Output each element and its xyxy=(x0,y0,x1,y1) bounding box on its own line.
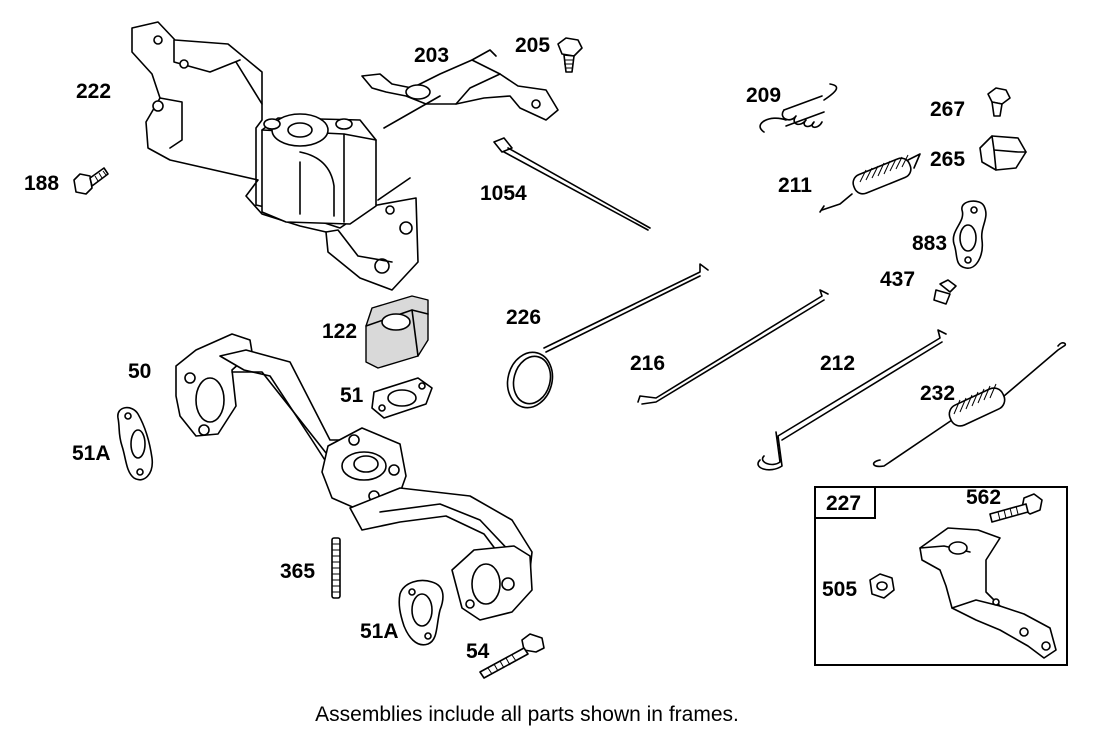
label-51: 51 xyxy=(340,384,364,407)
part-365-stud xyxy=(331,537,341,599)
part-209-spring xyxy=(759,83,838,133)
part-216-link xyxy=(637,289,829,405)
part-188-bolt xyxy=(73,167,109,195)
label-562: 562 xyxy=(966,486,1001,509)
label-188: 188 xyxy=(24,172,59,195)
label-232: 232 xyxy=(920,382,955,405)
label-211: 211 xyxy=(778,174,812,197)
part-51-gasket xyxy=(371,377,433,419)
label-265: 265 xyxy=(930,148,965,171)
part-51a-left-gasket xyxy=(117,406,154,481)
label-365: 365 xyxy=(280,560,315,583)
part-212-link xyxy=(757,329,947,471)
part-1054-cable-tie xyxy=(493,137,651,231)
label-226: 226 xyxy=(506,306,541,329)
part-267-bolt xyxy=(987,87,1011,117)
label-54: 54 xyxy=(466,640,490,663)
part-203-bracket xyxy=(361,49,559,129)
part-51a-bottom-gasket xyxy=(398,579,444,646)
label-222: 222 xyxy=(76,80,111,103)
label-203: 203 xyxy=(414,44,449,67)
label-51a-bottom: 51A xyxy=(360,620,399,643)
part-265-clip xyxy=(979,135,1027,171)
label-505: 505 xyxy=(822,578,857,601)
part-labels: 222 203 205 209 267 188 1054 211 265 883… xyxy=(24,34,1001,663)
part-437-screw xyxy=(933,279,957,305)
part-122-spacer xyxy=(365,295,429,369)
part-232-spring xyxy=(872,342,1067,468)
label-205: 205 xyxy=(515,34,550,57)
caption: Assemblies include all parts shown in fr… xyxy=(315,703,739,726)
part-222-control-bracket xyxy=(131,21,419,291)
label-50: 50 xyxy=(128,360,151,383)
label-883: 883 xyxy=(912,232,947,255)
label-1054: 1054 xyxy=(480,182,527,205)
label-122: 122 xyxy=(322,320,357,343)
part-226-link xyxy=(506,263,709,409)
label-209: 209 xyxy=(746,84,781,107)
part-883-gasket xyxy=(952,200,987,269)
part-54-bolt xyxy=(479,633,545,679)
part-205-bolt xyxy=(557,37,583,73)
label-227: 227 xyxy=(826,492,861,515)
assembly-227-frame xyxy=(814,486,1068,666)
part-50-manifold xyxy=(175,333,533,621)
label-212: 212 xyxy=(820,352,855,375)
label-437: 437 xyxy=(880,268,915,291)
label-267: 267 xyxy=(930,98,965,121)
part-211-spring xyxy=(819,153,921,213)
label-216: 216 xyxy=(630,352,665,375)
label-51a-left: 51A xyxy=(72,442,111,465)
